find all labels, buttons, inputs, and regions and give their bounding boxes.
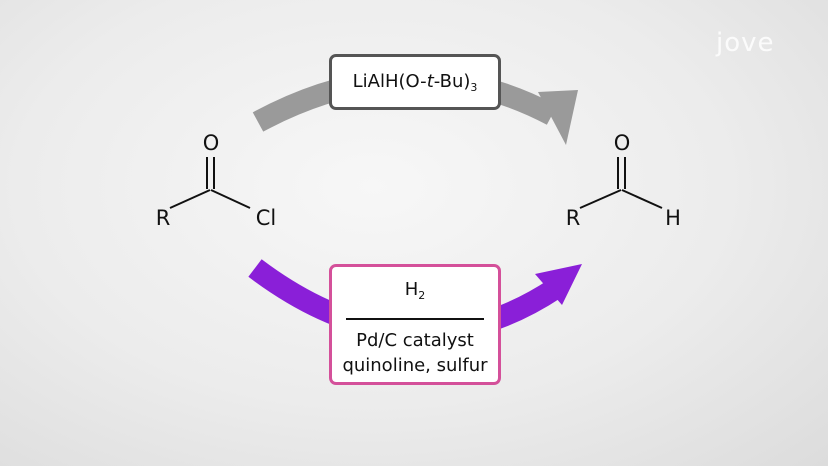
reactant-r-group: R [156,206,171,230]
product-hydrogen: H [665,206,681,230]
product-r-group: R [566,206,581,230]
reagent-divider [346,318,484,320]
top-arrowhead [538,90,578,145]
catalyst-label: Pd/C catalyst [356,330,474,351]
hydrogen-symbol: H [404,279,419,300]
bottom-reagent-box: H2 Pd/C catalyst quinoline, sulfur [329,264,501,385]
reactant-chlorine: Cl [256,206,277,230]
top-reagent-prefix: LiAlH(O- [352,71,427,92]
hydrogen-subscript: 2 [418,289,426,302]
hydrogen-gas-label: H2 [332,279,498,302]
top-reagent-italic: t [426,71,434,92]
reactant-oxygen: O [203,131,220,155]
product-aldehyde: O R H [566,131,681,230]
jove-logo: jove [716,28,775,58]
reactant-acyl-chloride: O R Cl [156,131,277,230]
product-oxygen: O [614,131,631,155]
top-reagent-subscript: 3 [470,81,478,94]
top-reagent-box: LiAlH(O-t-Bu)3 [329,54,501,110]
bottom-arrowhead [535,264,582,305]
top-reagent-suffix: -Bu) [433,71,471,92]
poison-label: quinoline, sulfur [342,355,488,376]
